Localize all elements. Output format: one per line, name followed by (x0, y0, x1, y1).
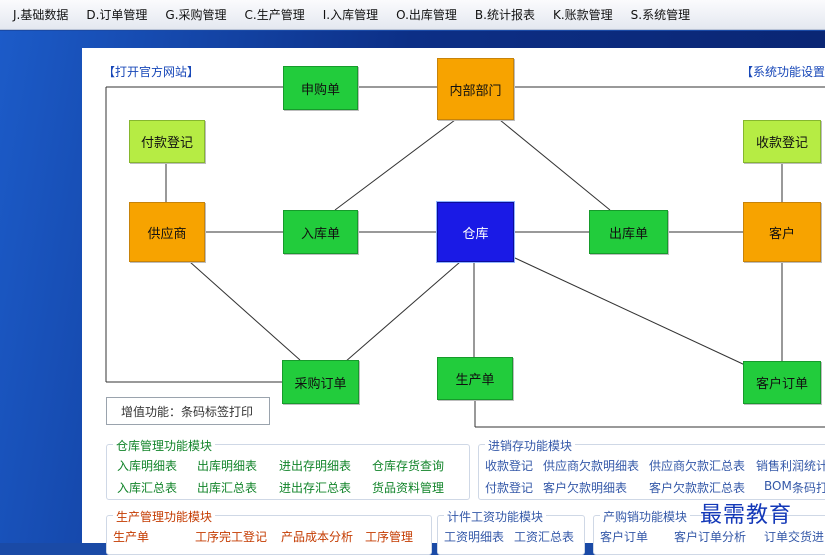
menu-accounts-management[interactable]: K.账款管理 (552, 8, 613, 22)
node-warehouse[interactable]: 仓库 (436, 201, 515, 263)
module-link-customer-debt-detail[interactable]: 客户欠款明细表 (543, 481, 628, 495)
watermark-text: 最需教育 (700, 503, 793, 528)
module-link-cost-analysis[interactable]: 产品成本分析 (281, 530, 354, 544)
module-link-stock-flow-detail[interactable]: 进出存明细表 (279, 459, 352, 473)
module-link-customer-order[interactable]: 客户订单 (600, 530, 649, 544)
production-module-box: 生产管理功能模块 生产单 工序完工登记 产品成本分析 工序管理 (106, 508, 432, 555)
module-link-delivery-progress[interactable]: 订单交货进 (764, 530, 825, 544)
warehouse-module-title: 仓库管理功能模块 (113, 437, 216, 454)
module-link-process-management[interactable]: 工序管理 (365, 530, 414, 544)
module-link-production-order[interactable]: 生产单 (113, 530, 150, 544)
module-link-sales-profit[interactable]: 销售利润统计 (756, 459, 825, 473)
node-outbound-order[interactable]: 出库单 (589, 210, 668, 254)
module-link-goods-master[interactable]: 货品资料管理 (372, 481, 445, 495)
module-link-outbound-detail[interactable]: 出库明细表 (197, 459, 258, 473)
module-link-process-completion[interactable]: 工序完工登记 (195, 530, 268, 544)
psi-module-title: 进销存功能模块 (485, 437, 576, 454)
module-link-customer-debt-summary[interactable]: 客户欠款款汇总表 (649, 481, 746, 495)
production-module-title: 生产管理功能模块 (113, 508, 216, 525)
barcode-label-print-button[interactable]: 增值功能：条码标签打印 (106, 397, 270, 425)
node-production-order[interactable]: 生产单 (437, 357, 513, 400)
node-customer-order[interactable]: 客户订单 (743, 361, 821, 404)
node-internal-dept[interactable]: 内部部门 (437, 58, 514, 120)
piecework-module-title: 计件工资功能模块 (444, 508, 547, 525)
menu-bar: J.基础数据 D.订单管理 G.采购管理 C.生产管理 I.入库管理 O.出库管… (0, 0, 825, 30)
menu-outbound-management[interactable]: O.出库管理 (396, 8, 457, 22)
psi-module-box: 进销存功能模块 收款登记 供应商欠款明细表 供应商欠款汇总表 销售利润统计 付款… (478, 437, 825, 500)
module-link-customer-order-analysis[interactable]: 客户订单分析 (674, 530, 747, 544)
menu-system-management[interactable]: S.系统管理 (630, 8, 691, 22)
warehouse-module-box: 仓库管理功能模块 入库明细表 出库明细表 进出存明细表 仓库存货查询 入库汇总表… (106, 437, 470, 500)
menu-statistics-reports[interactable]: B.统计报表 (474, 8, 535, 22)
menu-order-management[interactable]: D.订单管理 (86, 8, 148, 22)
flow-connectors (105, 86, 825, 428)
menu-production-management[interactable]: C.生产管理 (244, 8, 305, 22)
node-customer[interactable]: 客户 (743, 202, 821, 262)
menu-inbound-management[interactable]: I.入库管理 (322, 8, 379, 22)
piecework-module-box: 计件工资功能模块 工资明细表 工资汇总表 (437, 508, 585, 555)
module-link-barcode-print[interactable]: 条码打 (792, 481, 825, 495)
module-link-wage-detail[interactable]: 工资明细表 (444, 530, 505, 544)
module-link-inventory-query[interactable]: 仓库存货查询 (372, 459, 445, 473)
module-link-payment-register[interactable]: 付款登记 (485, 481, 534, 495)
menu-purchase-management[interactable]: G.采购管理 (165, 8, 227, 22)
module-link-receipt-register[interactable]: 收款登记 (485, 459, 534, 473)
module-link-supplier-debt-detail[interactable]: 供应商欠款明细表 (543, 459, 640, 473)
module-link-stock-flow-summary[interactable]: 进出存汇总表 (279, 481, 352, 495)
module-link-inbound-summary[interactable]: 入库汇总表 (117, 481, 178, 495)
module-link-outbound-summary[interactable]: 出库汇总表 (197, 481, 258, 495)
module-link-wage-summary[interactable]: 工资汇总表 (514, 530, 575, 544)
node-purchase-order[interactable]: 采购订单 (282, 360, 359, 404)
node-receipt-register[interactable]: 收款登记 (743, 120, 821, 163)
open-official-site-link[interactable]: 【打开官方网站】 (103, 65, 200, 79)
module-link-bom[interactable]: BOM (764, 479, 792, 493)
module-link-supplier-debt-summary[interactable]: 供应商欠款汇总表 (649, 459, 746, 473)
module-link-inbound-detail[interactable]: 入库明细表 (117, 459, 178, 473)
system-settings-link[interactable]: 【系统功能设置 (741, 65, 825, 79)
menu-basic-data[interactable]: J.基础数据 (13, 8, 69, 22)
node-payment-register[interactable]: 付款登记 (129, 120, 205, 163)
node-supplier[interactable]: 供应商 (129, 202, 205, 262)
node-inbound-order[interactable]: 入库单 (283, 210, 358, 254)
sales-module-title: 产购销功能模块 (600, 508, 691, 525)
node-purchase-request[interactable]: 申购单 (283, 66, 358, 110)
